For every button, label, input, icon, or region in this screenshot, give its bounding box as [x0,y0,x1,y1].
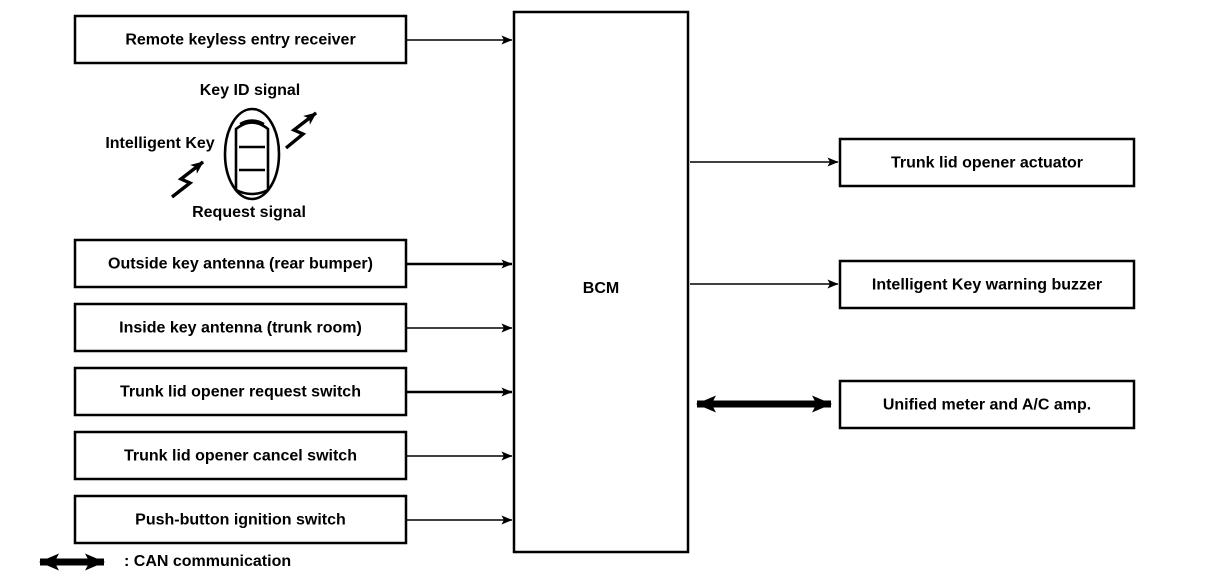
output-box-label: Unified meter and A/C amp. [883,397,1091,414]
key-id-signal-label: Key ID signal [200,82,300,99]
output-box-label: Intelligent Key warning buzzer [872,277,1102,294]
input-box-inside-key-antenna[interactable]: Inside key antenna (trunk room) [73,302,408,353]
bcm-label: BCM [583,280,619,297]
output-box-rect [838,259,1136,310]
input-box-label: Remote keyless entry receiver [125,32,355,49]
intelligent-key-fob-icon [223,107,281,201]
input-box-trunk-lid-opener-request-switch[interactable]: Trunk lid opener request switch [73,366,408,417]
request-signal-bolt-icon [170,160,205,199]
key-id-signal-bolt-icon [284,111,318,150]
legend-label: : CAN communication [124,553,291,570]
output-box-rect [838,379,1136,430]
input-box-rect [73,14,408,65]
request-signal-label: Request signal [192,204,306,221]
bcm-box[interactable]: BCM [512,10,690,554]
input-box-push-button-ignition-switch[interactable]: Push-button ignition switch [73,494,408,545]
output-arrows [690,157,839,413]
output-box-trunk-lid-opener-actuator[interactable]: Trunk lid opener actuator [838,137,1136,188]
input-box-label: Push-button ignition switch [135,512,346,529]
bcm-box-rect [512,10,690,554]
intelligent-key-label: Intelligent Key [105,135,214,152]
fob-inner-body [234,121,270,196]
input-group: Remote keyless entry receiver Outside ke… [73,14,408,545]
input-box-label: Outside key antenna (rear bumper) [108,256,373,273]
intelligent-key-illustration: Key ID signal Intelligent Key Request si… [105,82,318,221]
legend: : CAN communication [39,553,291,571]
output-box-label: Trunk lid opener actuator [891,155,1083,172]
output-box-intelligent-key-warning-buzzer[interactable]: Intelligent Key warning buzzer [838,259,1136,310]
input-box-rect [73,302,408,353]
input-box-outside-key-antenna[interactable]: Outside key antenna (rear bumper) [73,238,408,289]
input-box-trunk-lid-opener-cancel-switch[interactable]: Trunk lid opener cancel switch [73,430,408,481]
input-box-label: Inside key antenna (trunk room) [119,320,362,337]
output-box-unified-meter-and-ac-amp[interactable]: Unified meter and A/C amp. [838,379,1136,430]
key-id-signal-bolt [284,111,318,150]
input-box-rect [73,430,408,481]
output-box-rect [838,137,1136,188]
input-arrows [406,35,513,525]
input-box-label: Trunk lid opener request switch [120,384,361,401]
input-box-rect [73,238,408,289]
fob-top-arc [239,119,265,126]
input-box-label: Trunk lid opener cancel switch [124,448,357,465]
request-signal-bolt [170,160,205,199]
output-group: Trunk lid opener actuator Intelligent Ke… [838,137,1136,430]
input-box-remote-keyless-entry-receiver[interactable]: Remote keyless entry receiver [73,14,408,65]
